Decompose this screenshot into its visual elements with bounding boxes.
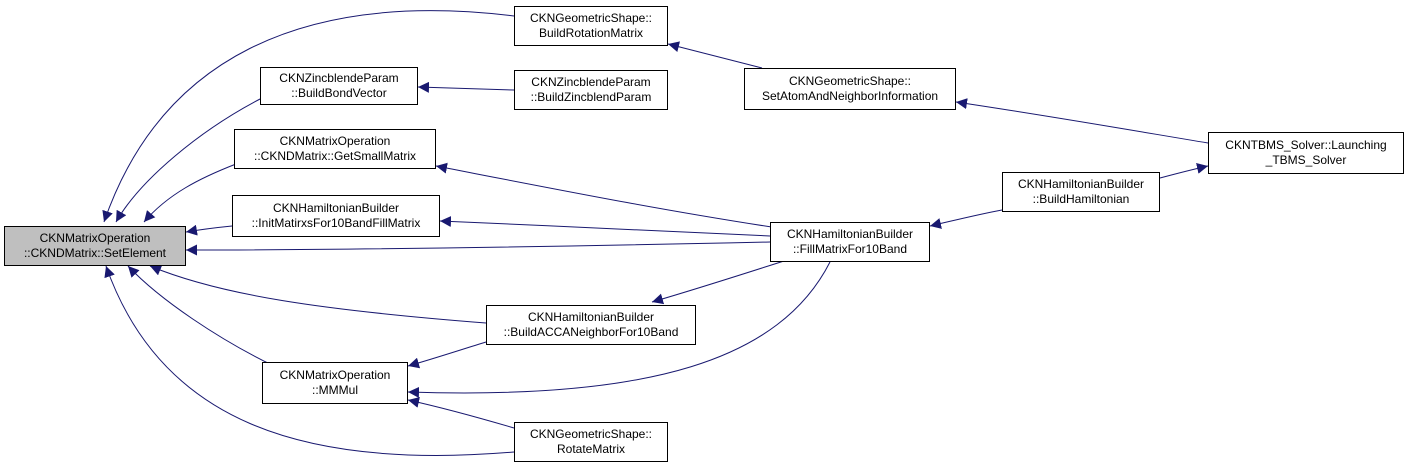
node-init-matirxs-line2: ::InitMatirxsFor10BandFillMatrix	[251, 216, 421, 230]
node-launching-tbms-solver-line2: _TBMS_Solver	[1265, 153, 1347, 167]
edge-build-bond-vector-to-set-element	[115, 97, 263, 223]
edge-mmmul-to-set-element	[127, 265, 275, 367]
node-build-hamiltonian-line1: CKNHamiltonianBuilder	[1017, 177, 1145, 191]
node-set-element-line1: CKNMatrixOperation	[39, 231, 151, 245]
node-init-matirxs-line1: CKNHamiltonianBuilder	[272, 201, 400, 215]
node-rotate-matrix-line2: RotateMatrix	[556, 442, 626, 456]
node-build-rotation-matrix-line2: BuildRotationMatrix	[538, 26, 644, 40]
edge-get-small-matrix-to-set-element	[143, 163, 237, 223]
node-set-element[interactable]: CKNMatrixOperation ::CKNDMatrix::SetElem…	[4, 226, 186, 266]
edge-build-hamiltonian-to-launching	[1159, 163, 1209, 179]
node-build-hamiltonian[interactable]: CKNHamiltonianBuilder ::BuildHamiltonian	[1002, 172, 1160, 212]
node-mmmul-line2: ::MMMul	[312, 383, 358, 397]
node-fill-matrix-for-10band-line2: ::FillMatrixFor10Band	[792, 242, 908, 256]
edge-fill-matrix-to-set-element	[185, 241, 771, 256]
node-init-matirxs[interactable]: CKNHamiltonianBuilder ::InitMatirxsFor10…	[232, 195, 440, 237]
node-build-zincblend-param[interactable]: CKNZincblendeParam ::BuildZincblendParam	[514, 70, 668, 110]
edge-rotate-matrix-to-mmmul	[407, 397, 515, 429]
edge-build-rotation-to-set-element	[102, 10, 515, 223]
node-build-acca-neighbor-line1: CKNHamiltonianBuilder	[527, 310, 655, 324]
node-rotate-matrix[interactable]: CKNGeometricShape:: RotateMatrix	[514, 422, 668, 462]
edge-mmmul-to-fill-matrix	[407, 261, 831, 398]
node-mmmul-line1: CKNMatrixOperation	[279, 368, 391, 382]
edge-fill-matrix-to-get-small-matrix	[435, 162, 779, 229]
node-build-zincblend-param-line1: CKNZincblendeParam	[531, 75, 651, 89]
node-build-zincblend-param-line2: ::BuildZincblendParam	[530, 90, 652, 104]
edge-rotate-matrix-to-set-element	[104, 265, 515, 456]
node-build-acca-neighbor[interactable]: CKNHamiltonianBuilder ::BuildACCANeighbo…	[486, 305, 696, 345]
node-launching-tbms-solver-line1: CKNTBMS_Solver::Launching	[1225, 138, 1387, 152]
node-fill-matrix-for-10band[interactable]: CKNHamiltonianBuilder ::FillMatrixFor10B…	[770, 222, 930, 262]
edge-mmmul-to-build-acca	[407, 341, 487, 369]
edge-build-acca-to-fill-matrix	[651, 260, 785, 305]
edge-init-matirxs-to-set-element	[185, 224, 233, 236]
edge-set-atom-to-build-rotation	[667, 41, 763, 69]
node-build-hamiltonian-line2: ::BuildHamiltonian	[1032, 192, 1130, 206]
node-get-small-matrix[interactable]: CKNMatrixOperation ::CKNDMatrix::GetSmal…	[234, 129, 436, 169]
node-build-rotation-matrix-line1: CKNGeometricShape::	[529, 11, 653, 25]
edge-launching-to-set-atom	[955, 98, 1209, 144]
node-set-element-line2: ::CKNDMatrix::SetElement	[23, 246, 167, 260]
node-set-atom-and-neighbor-line2: SetAtomAndNeighborInformation	[761, 89, 939, 103]
node-build-bond-vector-line1: CKNZincblendeParam	[279, 71, 399, 85]
node-get-small-matrix-line2: ::CKNDMatrix::GetSmallMatrix	[253, 149, 417, 163]
node-build-rotation-matrix[interactable]: CKNGeometricShape:: BuildRotationMatrix	[514, 6, 668, 46]
edge-build-acca-to-set-element	[149, 265, 487, 324]
node-launching-tbms-solver[interactable]: CKNTBMS_Solver::Launching _TBMS_Solver	[1208, 132, 1404, 174]
node-set-atom-and-neighbor[interactable]: CKNGeometricShape:: SetAtomAndNeighborIn…	[744, 68, 956, 110]
node-get-small-matrix-line1: CKNMatrixOperation	[279, 134, 391, 148]
node-build-acca-neighbor-line2: ::BuildACCANeighborFor10Band	[503, 325, 679, 339]
node-rotate-matrix-line1: CKNGeometricShape::	[529, 427, 653, 441]
edge-build-zincblend-to-build-bond-vector	[417, 81, 515, 93]
node-set-atom-and-neighbor-line1: CKNGeometricShape::	[788, 74, 912, 88]
node-build-bond-vector[interactable]: CKNZincblendeParam ::BuildBondVector	[260, 67, 418, 105]
node-build-bond-vector-line2: ::BuildBondVector	[291, 86, 387, 100]
edge-fill-matrix-to-init-matirxs	[439, 216, 771, 237]
node-fill-matrix-for-10band-line1: CKNHamiltonianBuilder	[786, 227, 914, 241]
edge-build-hamiltonian-to-fill-matrix	[929, 209, 1003, 229]
node-mmmul[interactable]: CKNMatrixOperation ::MMMul	[262, 362, 408, 404]
